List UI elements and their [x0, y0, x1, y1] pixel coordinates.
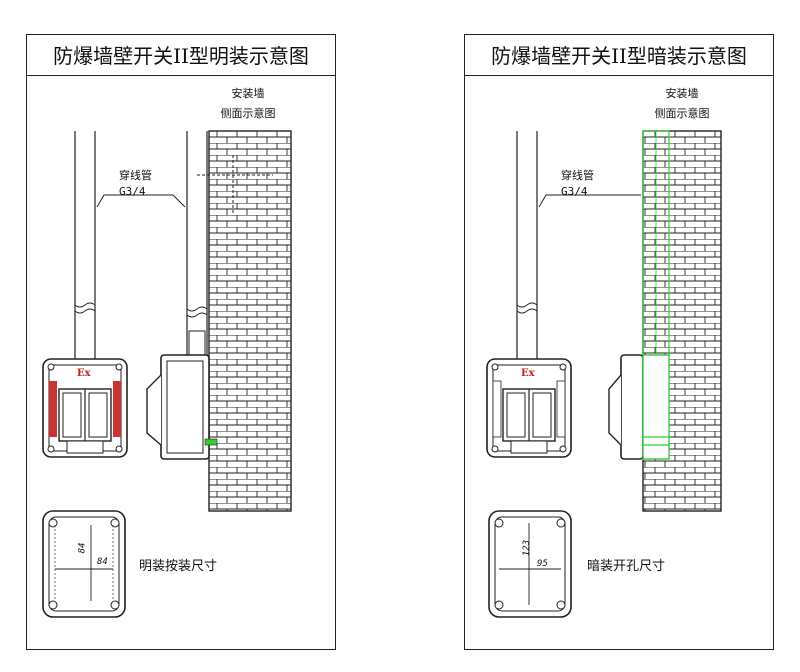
switch-box-side — [146, 354, 218, 460]
side-view-subtitle: 侧面示意图 — [220, 107, 276, 120]
dimension-width-label: 95 — [537, 559, 548, 569]
conduit-leader — [538, 194, 641, 208]
cutout-dimension-drawing — [488, 510, 572, 618]
dimension-height-label: 84 — [77, 542, 88, 554]
panel-title: 防爆墙壁开关II型明装示意图 — [53, 44, 309, 68]
conduit-size-label: G3/4 — [561, 185, 588, 198]
conduit-pipe-side — [186, 131, 208, 358]
conduit-label: 穿线管 — [119, 169, 152, 182]
cutout-caption: 暗装开孔尺寸 — [587, 559, 666, 574]
conduit-pipe-front — [516, 131, 538, 361]
side-view-title: 安装墙 — [231, 87, 265, 100]
dimension-height-label: 123 — [522, 539, 533, 557]
mounting-dimension-drawing — [42, 510, 126, 618]
conduit-leader — [96, 194, 186, 208]
side-view-title: 安装墙 — [665, 87, 699, 100]
conduit-pipe-front — [74, 131, 96, 361]
switch-box-front — [486, 358, 572, 458]
side-view-subtitle: 侧面示意图 — [654, 107, 710, 120]
conduit-size-label: G3/4 — [119, 185, 146, 198]
mounting-caption: 明装按装尺寸 — [139, 559, 218, 574]
ex-marking: Ex — [521, 368, 535, 379]
title-divider — [27, 75, 335, 76]
flush-mount-panel: 防爆墙壁开关II型暗装示意图 — [464, 34, 774, 650]
panel-title: 防爆墙壁开关II型暗装示意图 — [491, 44, 747, 68]
switch-box-side — [608, 354, 670, 460]
ex-marking: Ex — [77, 368, 91, 379]
title-divider — [465, 75, 773, 76]
conduit-label: 穿线管 — [561, 169, 594, 182]
flush-mount-drawing — [486, 130, 722, 618]
dimension-width-label: 84 — [97, 557, 108, 567]
mounting-wall — [197, 130, 292, 512]
surface-mount-panel: 防爆墙壁开关II型明装示意图 — [26, 34, 336, 650]
switch-box-front — [42, 358, 128, 458]
surface-mount-drawing — [42, 130, 292, 618]
